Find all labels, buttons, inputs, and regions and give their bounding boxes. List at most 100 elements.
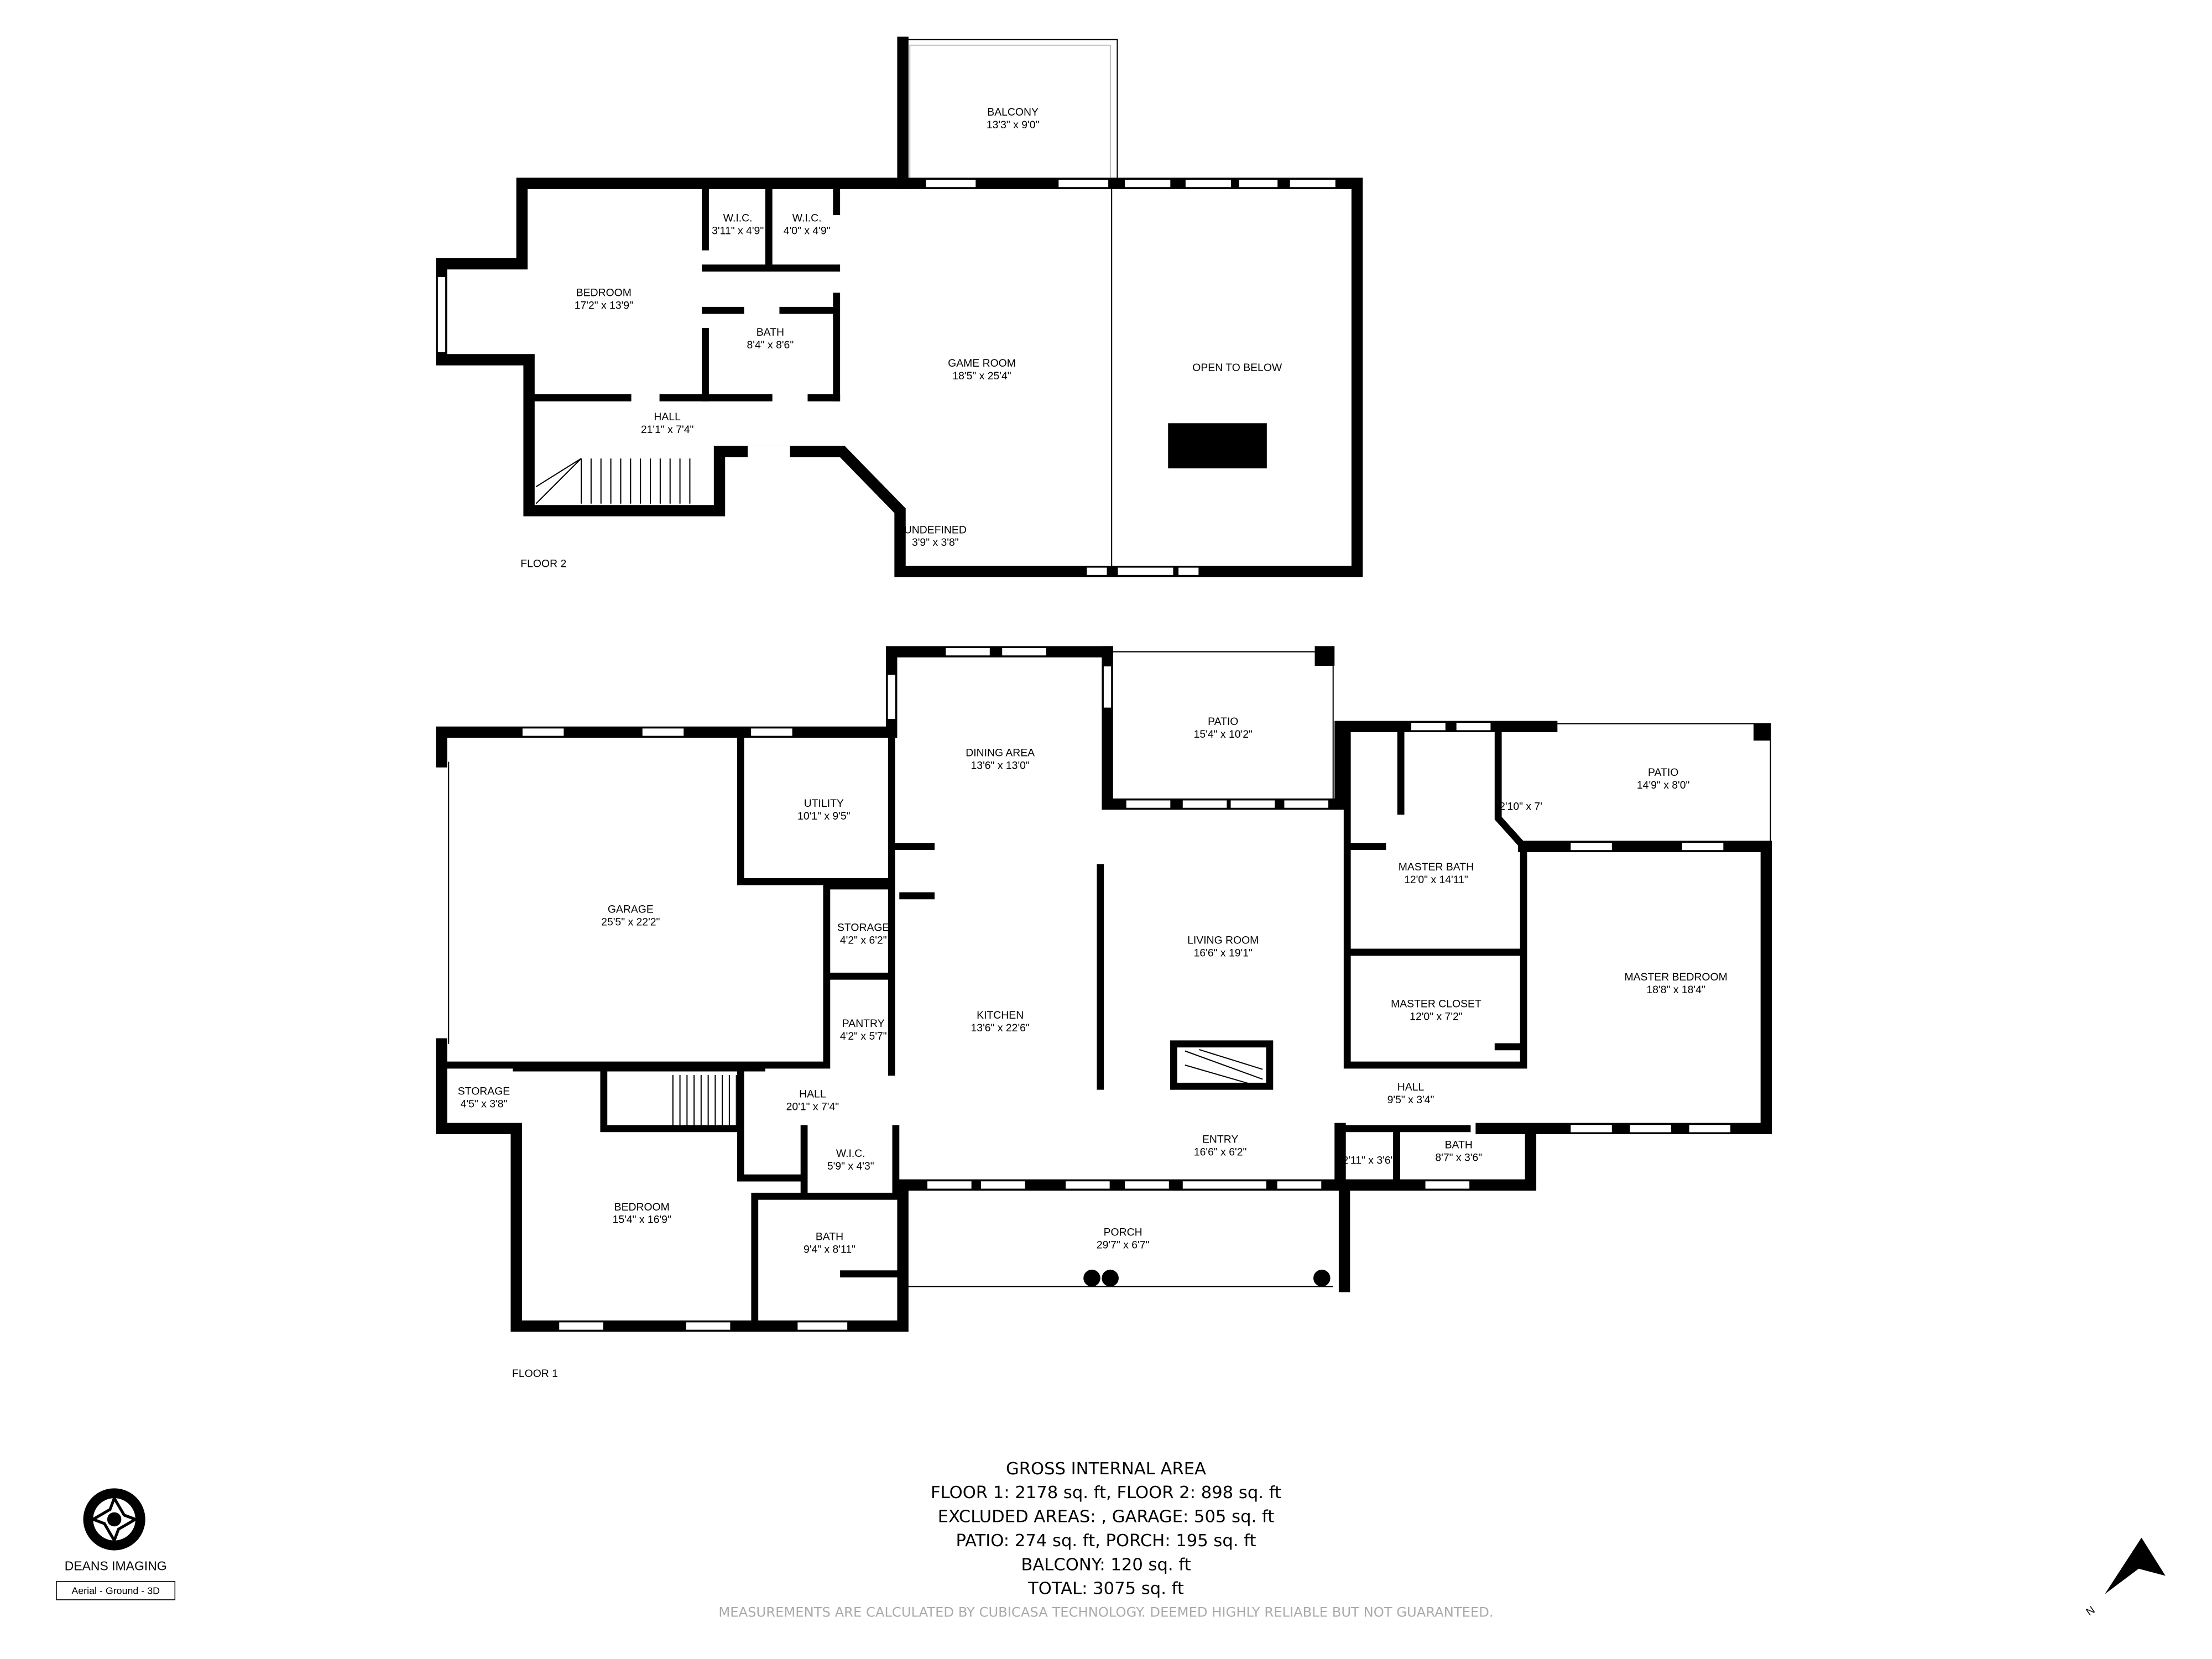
room-name: BATH bbox=[1445, 1139, 1473, 1151]
room-dimensions: 5'9" x 4'3" bbox=[827, 1160, 874, 1172]
area-title: GROSS INTERNAL AREA bbox=[1006, 1459, 1206, 1479]
area-line-floors: FLOOR 1: 2178 sq. ft, FLOOR 2: 898 sq. f… bbox=[931, 1483, 1281, 1503]
room-name: BALCONY bbox=[987, 106, 1039, 118]
logo-tagline: Aerial - Ground - 3D bbox=[71, 1585, 160, 1597]
room-dimensions: 3'11" x 4'9" bbox=[712, 225, 764, 237]
room-dimensions: 29'7" x 6'7" bbox=[1097, 1239, 1150, 1251]
room-name: UNDEFINED bbox=[904, 524, 967, 536]
room-dimensions: 4'2" x 5'7" bbox=[840, 1030, 887, 1042]
room-dimensions: 18'8" x 18'4" bbox=[1646, 984, 1705, 996]
room-name: OPEN TO BELOW bbox=[1192, 362, 1282, 374]
room-name: BATH bbox=[816, 1230, 843, 1243]
room-name: MASTER BEDROOM bbox=[1624, 971, 1727, 983]
room-dimensions: 8'7" x 3'6" bbox=[1435, 1151, 1482, 1164]
room-name: HALL bbox=[654, 411, 681, 423]
floor-2-walls bbox=[436, 36, 1363, 577]
logo-name: DEANS IMAGING bbox=[65, 1558, 167, 1573]
room-name: GAME ROOM bbox=[948, 357, 1016, 369]
room-name: DINING AREA bbox=[966, 747, 1035, 759]
room-name: ENTRY bbox=[1202, 1133, 1238, 1145]
room-dimensions: 9'4" x 8'11" bbox=[804, 1243, 855, 1255]
room-dimensions: 15'4" x 16'9" bbox=[613, 1214, 671, 1226]
room-dimensions: 16'6" x 19'1" bbox=[1194, 947, 1253, 959]
room-dimensions: 12'0" x 7'2" bbox=[1410, 1010, 1463, 1022]
room-name: PATIO bbox=[1208, 716, 1238, 728]
floor-2-label: FLOOR 2 bbox=[520, 558, 566, 570]
room-dimensions: 18'5" x 25'4" bbox=[952, 370, 1011, 382]
room-name: GARAGE bbox=[608, 904, 654, 916]
room-w-i-c: W.I.C.4'0" x 4'9" bbox=[784, 212, 831, 237]
area-line-patio-porch: PATIO: 274 sq. ft, PORCH: 195 sq. ft bbox=[956, 1531, 1256, 1551]
room-dimensions: 12'0" x 14'11" bbox=[1404, 874, 1468, 886]
camera-aperture-icon bbox=[83, 1488, 145, 1551]
room-dimensions: 13'6" x 13'0" bbox=[971, 759, 1030, 771]
area-line-total: TOTAL: 3075 sq. ft bbox=[1027, 1579, 1184, 1599]
room-closet: 2'11" x 3'6" bbox=[1342, 1155, 1394, 1167]
room-dimensions: 9'5" x 3'4" bbox=[1387, 1094, 1434, 1106]
disclaimer: MEASUREMENTS ARE CALCULATED BY CUBICASA … bbox=[718, 1604, 1493, 1620]
room-name: W.I.C. bbox=[836, 1147, 865, 1160]
area-line-balcony: BALCONY: 120 sq. ft bbox=[1021, 1555, 1191, 1574]
room-name: MASTER BATH bbox=[1399, 861, 1474, 873]
room-dimensions: 2'11" x 3'6" bbox=[1342, 1155, 1394, 1167]
room-name: BEDROOM bbox=[614, 1201, 670, 1213]
room-name: BATH bbox=[757, 326, 784, 338]
north-arrow-icon: N bbox=[2084, 1537, 2166, 1618]
room-dimensions: 13'3" x 9'0" bbox=[987, 119, 1040, 131]
room-dimensions: 13'6" x 22'6" bbox=[971, 1022, 1030, 1034]
deans-imaging-logo: DEANS IMAGING Aerial - Ground - 3D bbox=[56, 1488, 176, 1600]
room-closet: 2'10" x 7' bbox=[1499, 800, 1542, 812]
north-label: N bbox=[2084, 1604, 2097, 1618]
room-dimensions: 14'9" x 8'0" bbox=[1637, 779, 1690, 791]
room-name: W.I.C. bbox=[723, 212, 753, 225]
floor-1-walls bbox=[436, 646, 1772, 1332]
floor-1-label: FLOOR 1 bbox=[512, 1368, 558, 1380]
room-dimensions: 4'5" x 3'8" bbox=[461, 1098, 508, 1110]
room-name: W.I.C. bbox=[792, 212, 822, 225]
room-dimensions: 17'2" x 13'9" bbox=[575, 300, 633, 312]
room-w-i-c: W.I.C.5'9" x 4'3" bbox=[827, 1147, 874, 1172]
room-name: MASTER CLOSET bbox=[1391, 998, 1481, 1010]
room-dimensions: 21'1" x 7'4" bbox=[641, 424, 694, 436]
room-dimensions: 4'0" x 4'9" bbox=[784, 225, 831, 237]
room-dimensions: 2'10" x 7' bbox=[1499, 800, 1542, 812]
room-dimensions: 8'4" x 8'6" bbox=[747, 339, 794, 351]
room-name: KITCHEN bbox=[977, 1009, 1024, 1021]
room-name: PATIO bbox=[1648, 766, 1678, 779]
room-dimensions: 4'2" x 6'2" bbox=[840, 935, 887, 947]
room-w-i-c: W.I.C.3'11" x 4'9" bbox=[712, 212, 764, 237]
room-name: STORAGE bbox=[458, 1086, 510, 1098]
room-open-to-below: OPEN TO BELOW bbox=[1192, 362, 1282, 374]
staircase bbox=[535, 458, 691, 504]
staircase bbox=[672, 1074, 737, 1126]
room-name: LIVING ROOM bbox=[1187, 935, 1259, 947]
room-name: UTILITY bbox=[804, 797, 844, 810]
room-dimensions: 20'1" x 7'4" bbox=[786, 1101, 839, 1113]
